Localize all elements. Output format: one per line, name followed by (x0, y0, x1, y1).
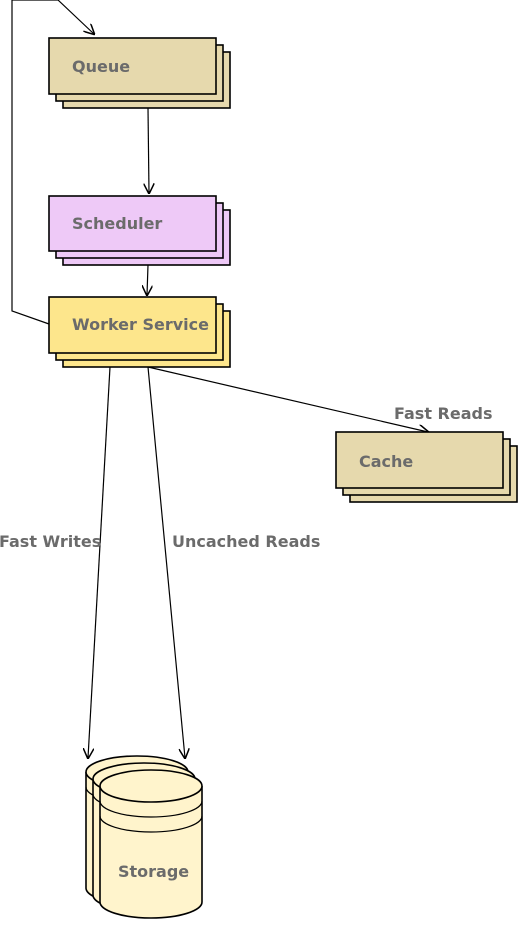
queue-node: Queue (48, 37, 231, 109)
fast-writes-label: Fast Writes (0, 532, 101, 551)
edge-uncached-reads (147, 366, 185, 758)
edge-worker-to-queue (11, 0, 94, 325)
storage-cylinder-front-top (99, 769, 203, 803)
fast-reads-label: Fast Reads (394, 404, 492, 423)
worker-node: Worker Service (48, 296, 231, 368)
scheduler-node: Scheduler (48, 195, 231, 266)
storage-node: Storage (85, 755, 203, 919)
edge-scheduler-to-worker (147, 264, 148, 295)
scheduler-color-swatch (48, 195, 217, 252)
cache-node: Cache (335, 431, 518, 503)
scheduler-label: Scheduler (72, 214, 162, 233)
storage-ring-1 (99, 800, 203, 818)
storage-ring-2 (99, 815, 203, 833)
edge-worker-to-cache (147, 366, 428, 432)
edge-fast-writes (88, 366, 111, 758)
queue-label: Queue (72, 57, 130, 76)
storage-label: Storage (118, 862, 189, 881)
storage-cylinder-front (99, 786, 203, 919)
edge-queue-to-scheduler (148, 107, 149, 193)
queue-color-swatch (48, 37, 217, 95)
cache-color-swatch (335, 431, 504, 489)
worker-label: Worker Service (72, 315, 209, 334)
cache-label: Cache (359, 452, 413, 471)
worker-color-swatch (48, 296, 217, 354)
uncached-reads-label: Uncached Reads (172, 532, 320, 551)
